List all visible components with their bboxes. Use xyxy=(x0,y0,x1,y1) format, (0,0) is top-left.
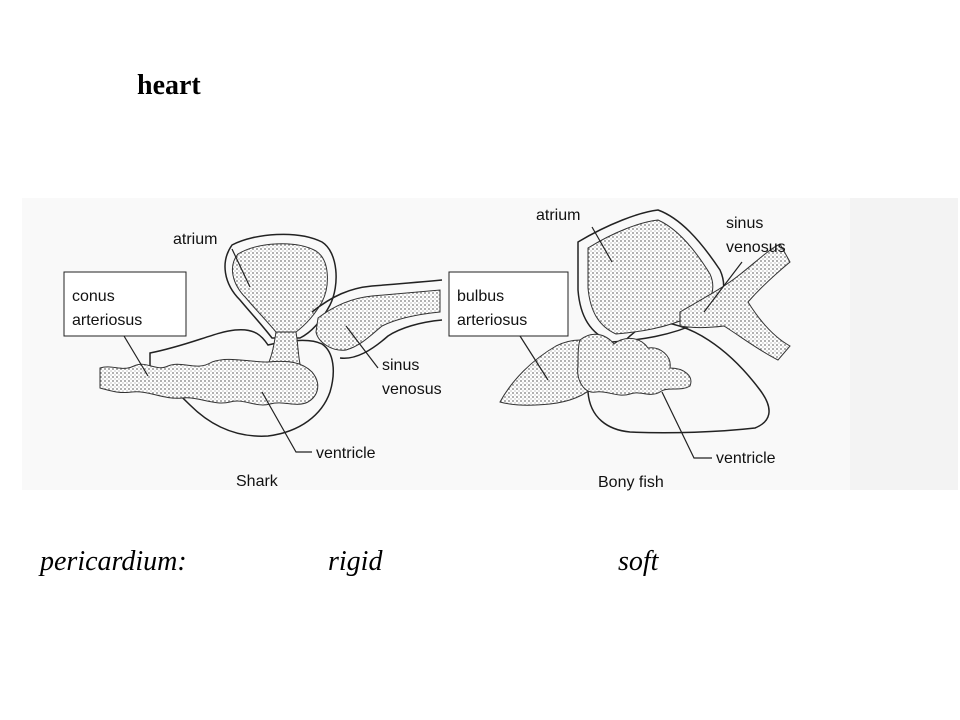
shark-caption: Shark xyxy=(236,473,279,490)
shark-conus-leader xyxy=(123,335,149,377)
bony-fish-ventricle xyxy=(577,333,692,396)
shark-sinus-leader xyxy=(345,325,379,369)
shark-heart xyxy=(99,233,443,453)
bony-fish-sinus-label-line2: venosus xyxy=(726,239,786,256)
bony-fish-ventricle-leader xyxy=(661,391,712,459)
bony-fish-sinus-leader xyxy=(703,261,743,313)
bony-fish-atrium-leader xyxy=(591,226,613,263)
bony-fish-pericardium-value: soft xyxy=(618,546,659,577)
shark-ventricle-leader xyxy=(261,391,312,453)
scan-panel-edge xyxy=(850,198,958,490)
page-title: heart xyxy=(137,70,201,101)
bony-fish-bulbus-leader xyxy=(519,335,549,381)
shark-atrium-leader xyxy=(231,248,251,288)
bony-fish-bulbus-label-line2: arteriosus xyxy=(457,312,527,329)
shark-sinus-outline xyxy=(311,279,443,359)
shark-sinus-venosus xyxy=(315,289,441,351)
shark-atrium-label: atrium xyxy=(173,231,217,248)
bony-fish-atrium-label: atrium xyxy=(536,207,580,224)
shark-ventricle-label: ventricle xyxy=(316,445,376,462)
bony-fish-bulbus-box xyxy=(448,271,569,337)
bony-fish-sinus-venosus xyxy=(679,243,791,361)
shark-pericardium-value: rigid xyxy=(328,546,383,577)
shark-pericardium xyxy=(149,328,335,437)
bony-fish-ventricle-label: ventricle xyxy=(716,450,776,467)
shark-sinus-label-line2: venosus xyxy=(382,381,442,398)
bony-fish-bulbus-label-line1: bulbus xyxy=(457,288,504,305)
shark-atrium xyxy=(231,243,328,333)
bony-fish-sinus-label-line1: sinus xyxy=(726,215,763,232)
shark-conus-box xyxy=(63,271,187,337)
scan-panel xyxy=(22,198,850,490)
shark-conus-label-line2: arteriosus xyxy=(72,312,142,329)
shark-sinus-label-line1: sinus xyxy=(382,357,419,374)
pericardium-label: pericardium: xyxy=(40,546,187,577)
bony-fish-caption: Bony fish xyxy=(598,474,664,491)
bony-fish-heart xyxy=(499,209,791,459)
shark-conus-label-line1: conus xyxy=(72,288,115,305)
